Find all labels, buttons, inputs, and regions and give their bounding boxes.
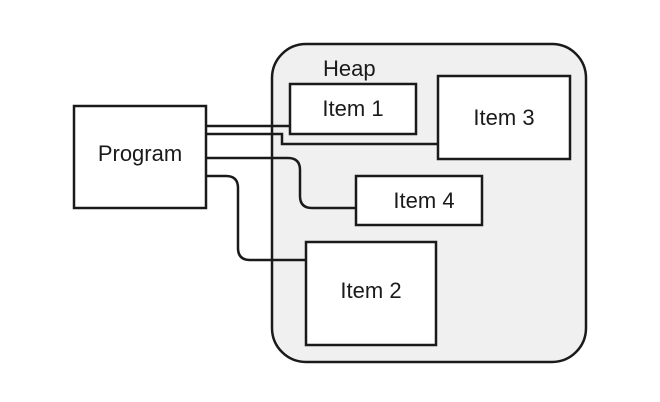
item3-label: Item 3 xyxy=(473,105,534,130)
item4-box xyxy=(354,174,484,227)
item4-node: Item 4 xyxy=(354,174,484,227)
item2-node: Item 2 xyxy=(304,240,438,347)
program-box xyxy=(72,104,208,210)
item3-node: Item 3 xyxy=(436,74,572,161)
item1-box xyxy=(288,82,418,136)
item2-box xyxy=(304,240,438,347)
program-node: Program xyxy=(72,104,208,210)
item3-box xyxy=(436,74,572,161)
item2-label: Item 2 xyxy=(340,278,401,303)
connector-program-item2 xyxy=(206,174,306,262)
pointer-connectors xyxy=(206,124,438,262)
program-label: Program xyxy=(98,141,182,166)
connector-program-item4 xyxy=(206,156,356,210)
connector-program-item3 xyxy=(206,132,438,146)
item1-label: Item 1 xyxy=(322,96,383,121)
item1-node: Item 1 xyxy=(288,82,418,136)
item4-label: Item 4 xyxy=(393,188,454,213)
heap-label: Heap xyxy=(323,56,376,81)
